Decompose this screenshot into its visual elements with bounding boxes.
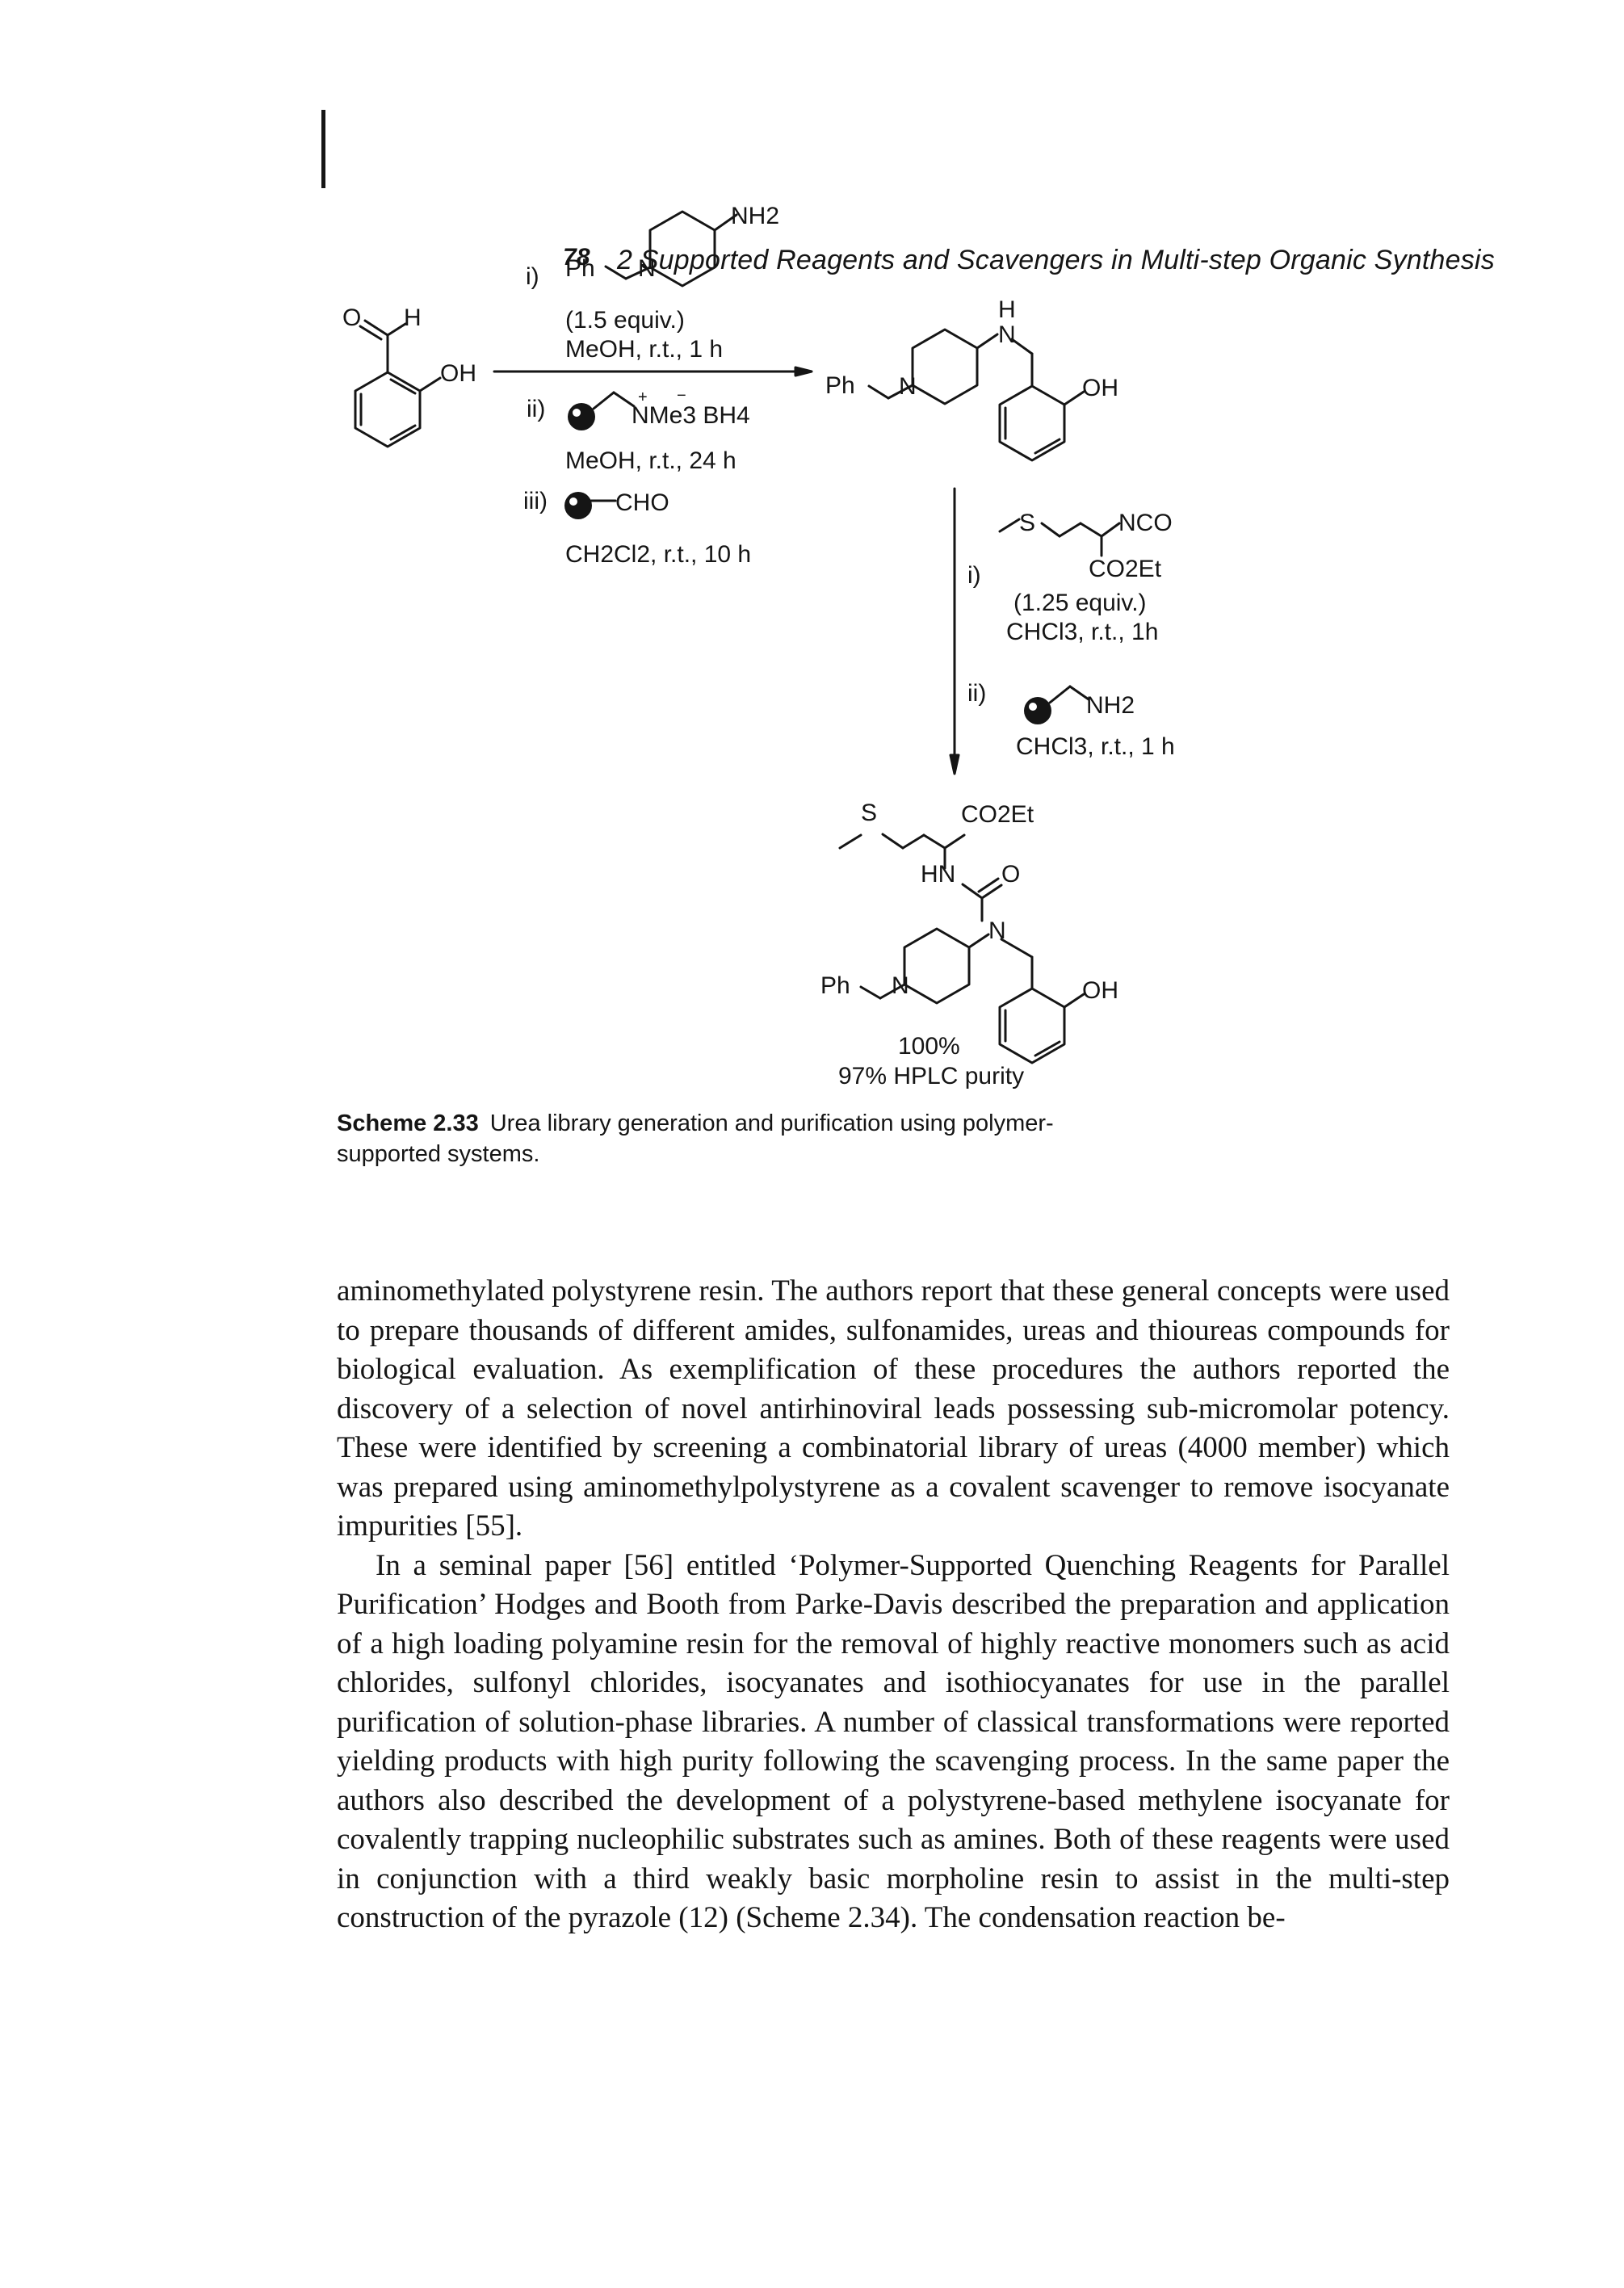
label-product-hn: HN (921, 861, 955, 888)
label-step1-cond: MeOH, r.t., 1 h (565, 336, 723, 363)
label-charge-plus: + (638, 388, 648, 406)
isocyanate-reagent-structure (998, 518, 1121, 557)
urea-product-structure (838, 833, 1085, 1064)
reaction-arrow-1-head (794, 366, 813, 377)
reaction-scheme: O H OH i) Ph N NH2 (1.5 equiv.) MeOH, r.… (0, 0, 1624, 1131)
label-product-oh: OH (1082, 977, 1118, 1004)
label-product-co2et: CO2Et (961, 801, 1034, 828)
label-step2-cond: CHCl3, r.t., 1h (1006, 619, 1158, 645)
label-start-oh: OH (440, 360, 476, 387)
label-product-s: S (861, 800, 877, 826)
label-int-h: H (998, 296, 1016, 323)
label-int-n-ring: N (899, 373, 917, 400)
label-step2-ii: ii) (967, 680, 986, 707)
label-step1-iii-cond: CH2Cl2, r.t., 10 h (565, 541, 751, 568)
label-resin-reagent: NMe3 BH4 (632, 402, 750, 429)
resin-bead-icon (568, 403, 595, 430)
header-rule (321, 110, 325, 188)
label-step1-iii: iii) (523, 488, 548, 514)
label-step2-i: i) (967, 562, 981, 589)
label-product-o: O (1001, 861, 1020, 888)
reaction-arrow-2-head (949, 754, 960, 775)
label-aldehyde-h: H (404, 304, 422, 331)
label-step1-ii: ii) (527, 396, 545, 422)
label-scavenger-nh2: NH2 (1086, 692, 1135, 719)
label-step1-i: i) (526, 263, 539, 290)
label-product-n-ring: N (892, 972, 909, 999)
body-paragraph: aminomethylated polystyrene resin. The a… (337, 1274, 1450, 1543)
resin-bead-icon (564, 492, 592, 519)
body-text: aminomethylated polystyrene resin. The a… (337, 1272, 1450, 1938)
label-product-n-urea: N (988, 917, 1006, 944)
label-step2-equiv: (1.25 equiv.) (1013, 590, 1147, 616)
label-product-yield: 100% (898, 1033, 960, 1060)
label-int-oh: OH (1082, 375, 1118, 401)
label-isocyanate-co2et: CO2Et (1089, 556, 1162, 582)
label-product-purity: 97% HPLC purity (838, 1063, 1024, 1089)
label-iii-reagent: CHO (615, 489, 669, 516)
label-int-ph: Ph (825, 372, 855, 399)
amine-reagent-structure (604, 210, 738, 288)
page-number: 78 (563, 244, 590, 271)
label-amine-n: N (638, 255, 656, 282)
label-isocyanate-nco: NCO (1118, 510, 1173, 536)
resin-linker-ii (592, 391, 615, 410)
label-step2-ii-cond: CHCl3, r.t., 1 h (1016, 733, 1175, 760)
salicylaldehyde-structure (354, 319, 442, 448)
scheme-figure: O H OH i) Ph N NH2 (1.5 equiv.) MeOH, r.… (342, 203, 1175, 1089)
label-isocyanate-s: S (1019, 510, 1035, 536)
caption-text: Urea library generation and purification… (337, 1110, 1054, 1167)
caption-label: Scheme 2.33 (337, 1110, 479, 1136)
label-charge-minus: − (677, 387, 686, 405)
resin-bead-icon (1024, 697, 1051, 724)
label-amine-nh2: NH2 (731, 203, 779, 229)
label-product-ph: Ph (820, 972, 850, 999)
body-paragraph: In a seminal paper [56] entitled ‘Polyme… (337, 1548, 1450, 1935)
label-amine-ph: Ph (565, 255, 595, 282)
header-title: 2 Supported Reagents and Scavengers in M… (617, 245, 1495, 275)
scavenger-linker (1048, 685, 1072, 704)
label-int-n-amine: N (998, 321, 1016, 348)
intermediate-structure (867, 328, 1085, 462)
label-carbonyl-o: O (342, 304, 361, 331)
resin-bead-icons (564, 403, 1051, 724)
label-step1-ii-cond: MeOH, r.t., 24 h (565, 447, 736, 474)
label-step1-equiv: (1.5 equiv.) (565, 307, 685, 334)
